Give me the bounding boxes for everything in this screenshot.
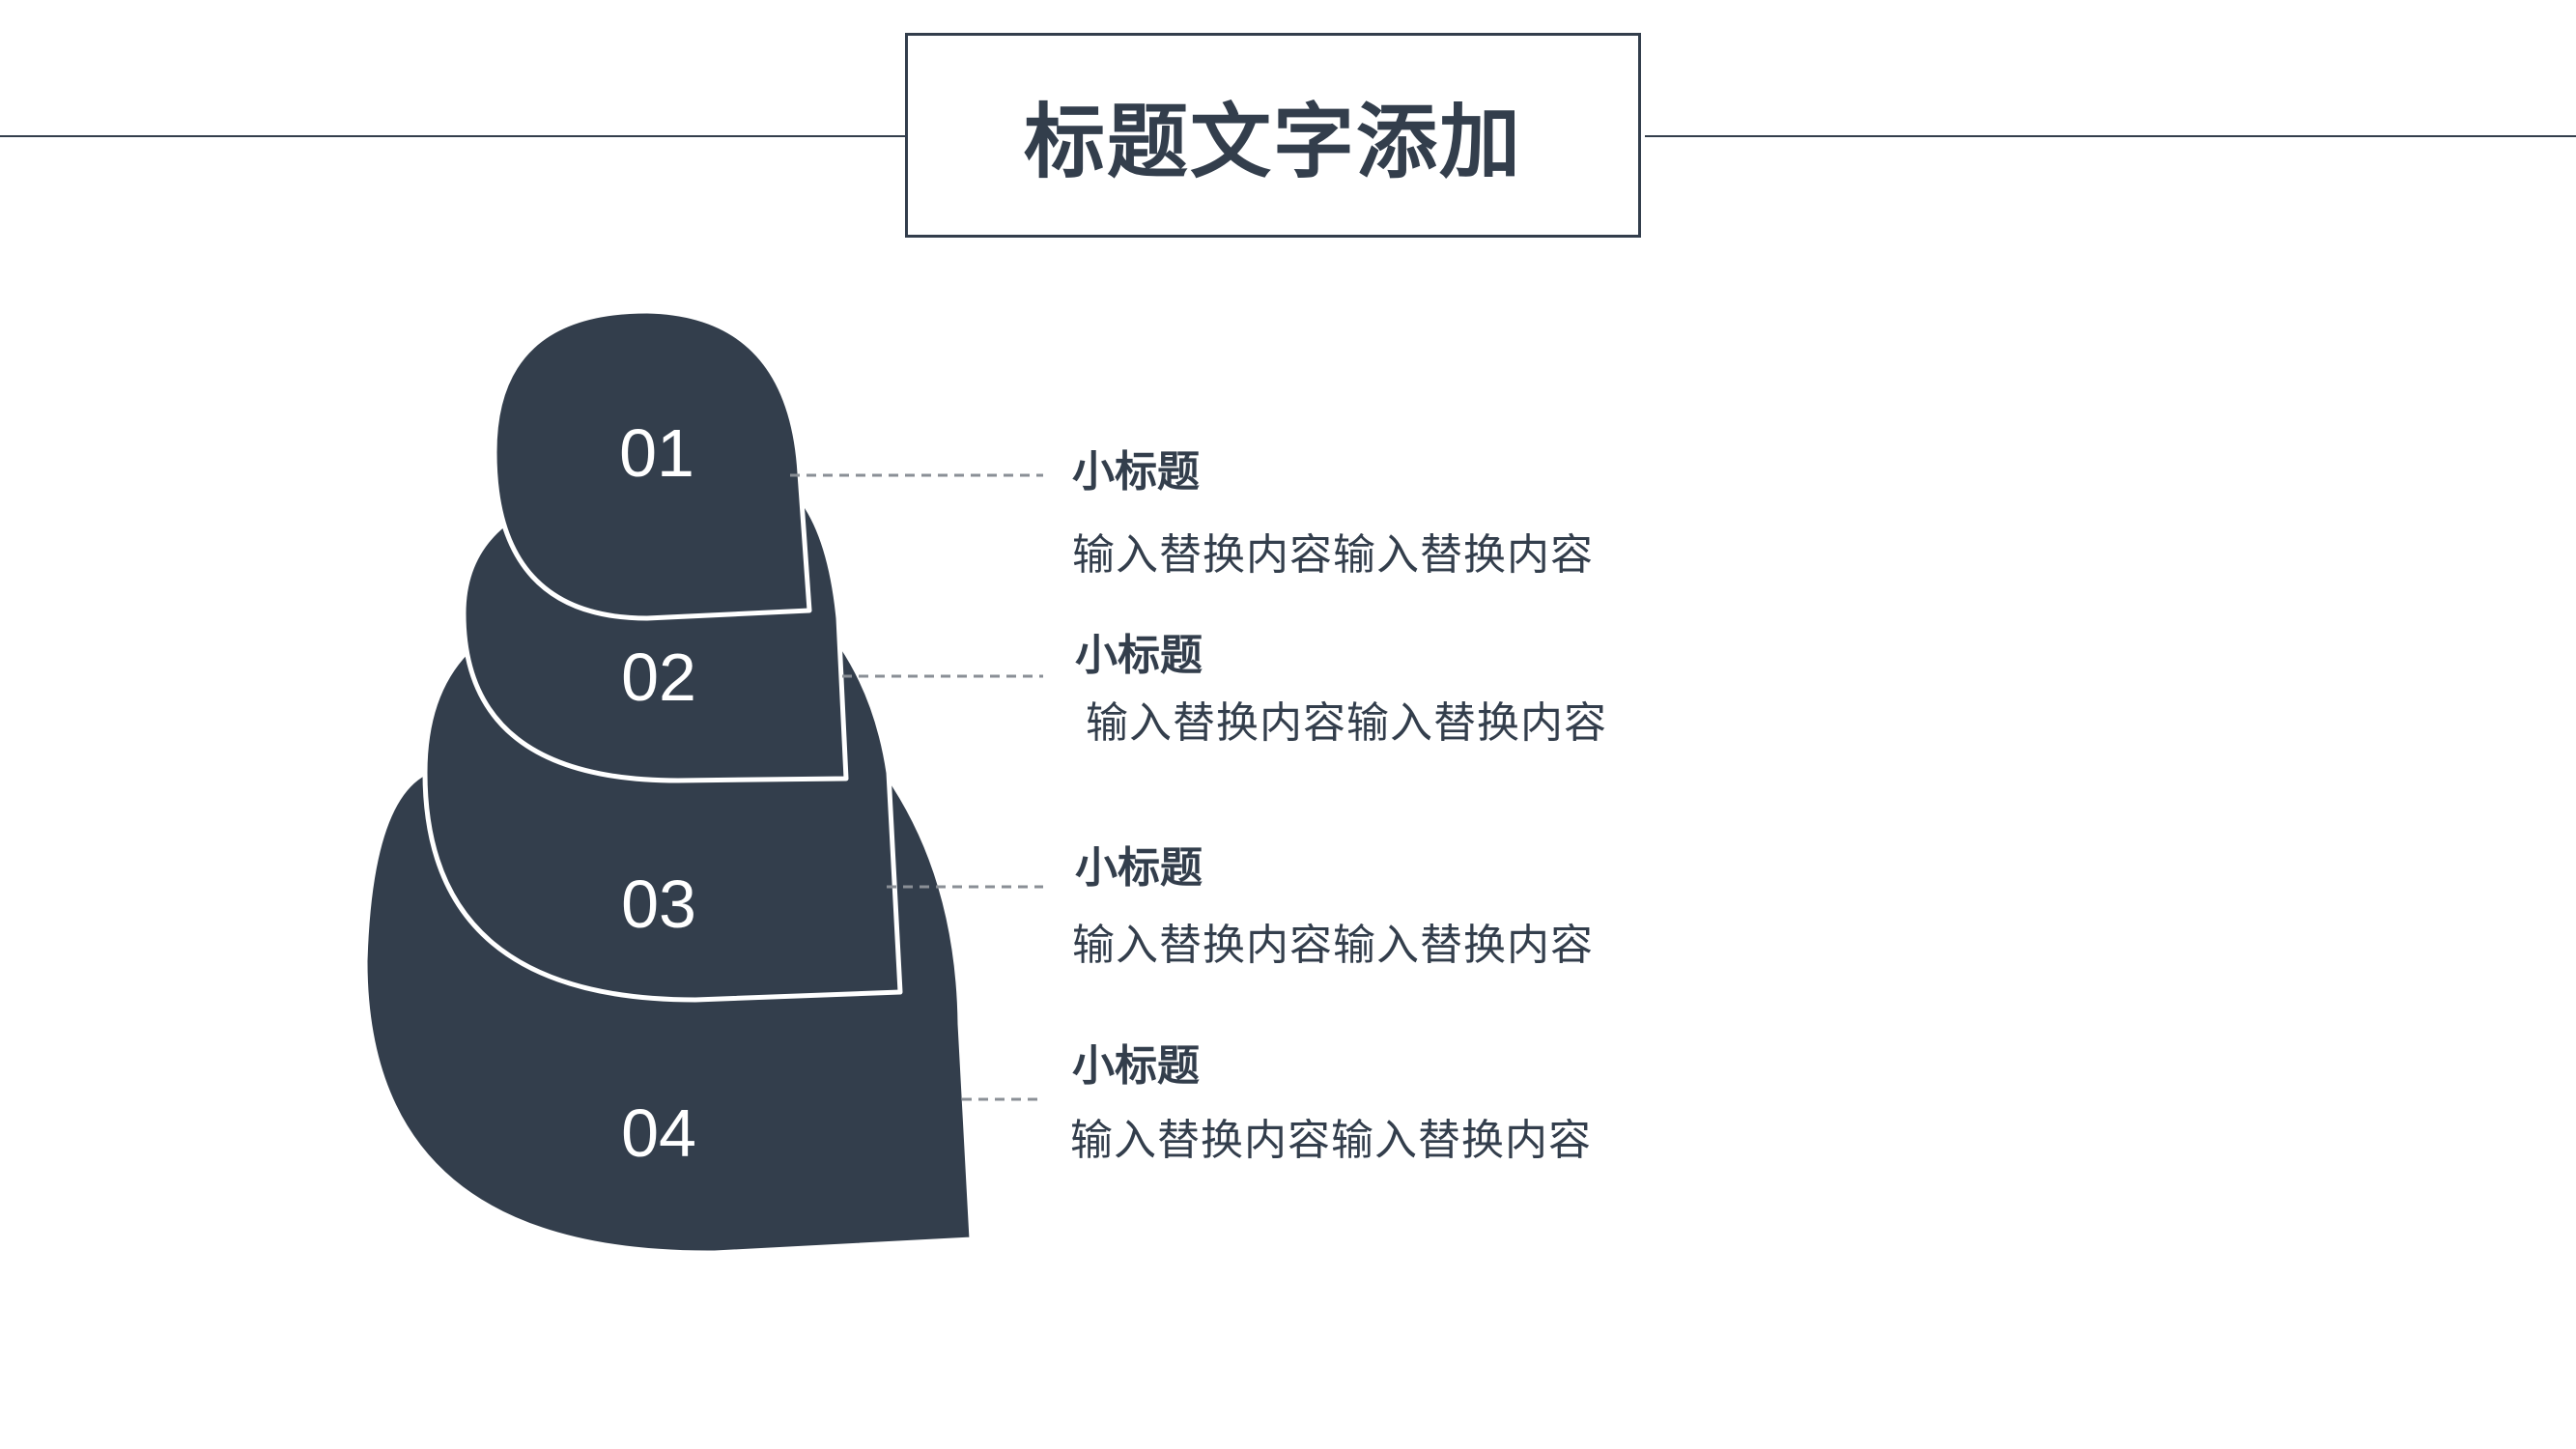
item-03-heading: 小标题 <box>1075 843 1203 893</box>
page-title: 标题文字添加 <box>1023 94 1522 189</box>
item-04-text: 输入替换内容输入替换内容 <box>1070 1116 1592 1165</box>
step-number-04: 04 <box>621 1095 696 1171</box>
header-rule-right <box>1645 135 2576 137</box>
item-01-text: 输入替换内容输入替换内容 <box>1072 530 1594 580</box>
step-number-02: 02 <box>621 639 696 715</box>
item-02-text: 输入替换内容输入替换内容 <box>1086 698 1607 748</box>
item-03-text: 输入替换内容输入替换内容 <box>1072 921 1594 970</box>
title-box: 标题文字添加 <box>905 33 1641 238</box>
step-number-03: 03 <box>621 867 696 942</box>
item-01-heading: 小标题 <box>1072 447 1200 497</box>
item-04-heading: 小标题 <box>1072 1041 1200 1091</box>
step-number-01: 01 <box>619 415 694 491</box>
header-rule-left <box>0 135 905 137</box>
drop-shape-01 <box>492 308 812 621</box>
item-02-heading: 小标题 <box>1075 631 1203 680</box>
